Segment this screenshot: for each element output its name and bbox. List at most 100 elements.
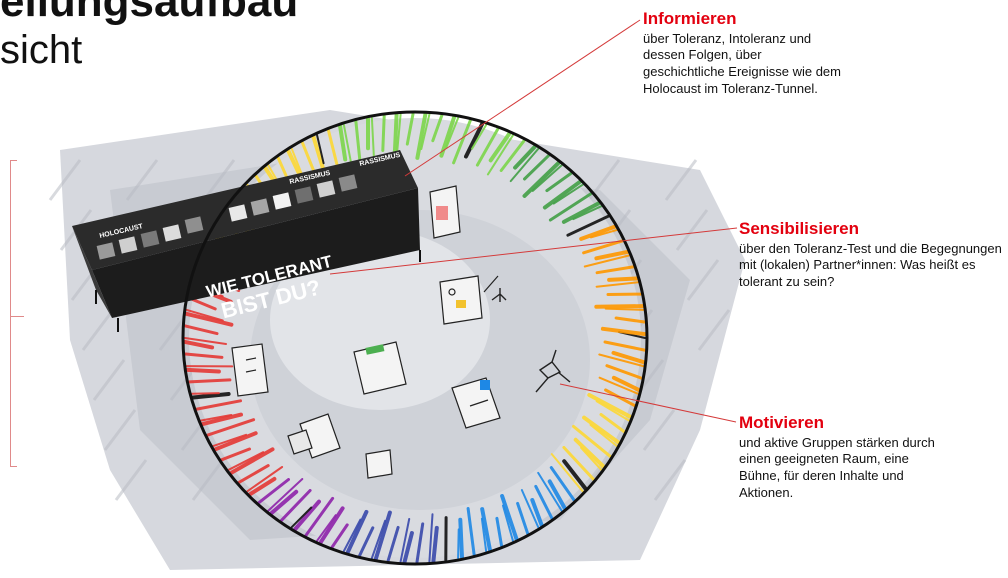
ring-stroke [471, 124, 488, 150]
leader-lines [329, 19, 738, 423]
ring-stroke [200, 412, 243, 427]
ring-stroke [257, 478, 290, 505]
ring-stroke [405, 112, 415, 146]
ring-stroke [580, 446, 603, 471]
ring-stroke [582, 415, 621, 445]
ring-stroke [594, 249, 630, 261]
ring-stroke [486, 134, 514, 176]
ring-stroke [184, 311, 234, 327]
ring-stroke [354, 120, 362, 162]
ring-stroke [480, 507, 492, 552]
ring-stroke [500, 494, 519, 541]
ring-stroke [183, 339, 215, 350]
ring-stroke [445, 117, 460, 149]
ring-stroke [184, 337, 227, 345]
ring-stroke [572, 205, 603, 221]
ring-stroke [589, 229, 618, 239]
annotation-sensibilisieren: Sensibilisieren über den Toleranz-Test u… [739, 219, 1004, 291]
ring-stroke [373, 510, 392, 561]
ring-stroke [191, 392, 231, 400]
ring-stroke [547, 479, 567, 511]
ring-stroke [290, 506, 313, 529]
ring-stroke [185, 367, 221, 374]
ring-stroke [269, 489, 299, 516]
annotation-heading: Sensibilisieren [739, 219, 859, 238]
ring-stroke [545, 171, 573, 193]
ring-stroke [516, 501, 530, 535]
ring-stroke [386, 525, 400, 562]
ring-stroke [237, 464, 270, 484]
ring-stroke [402, 531, 414, 564]
ring-stroke [549, 466, 576, 502]
ring-stroke [345, 509, 369, 555]
ring-stroke [600, 326, 647, 337]
ring-stroke [594, 304, 645, 309]
station-7 [429, 185, 461, 239]
ring-stroke [561, 201, 601, 224]
ring-stroke [542, 179, 582, 210]
ring-stroke [415, 522, 425, 564]
ring-stroke [579, 224, 617, 241]
booth-image-panels [96, 174, 358, 260]
ring-stroke [439, 115, 457, 158]
station-2 [353, 341, 407, 395]
ring-stroke [583, 254, 630, 268]
station-1 [439, 275, 499, 325]
annotation-heading: Motivieren [739, 413, 825, 432]
ring-stroke [495, 516, 503, 547]
ring-stroke [293, 499, 321, 532]
ring-stroke [420, 113, 431, 150]
ring-stroke [220, 447, 251, 462]
side-bracket-tick [10, 316, 24, 317]
ring-stroke [358, 526, 375, 557]
ring-stroke [370, 117, 376, 163]
side-bracket [10, 160, 17, 467]
ring-stroke [399, 518, 411, 563]
ring-stroke [595, 400, 630, 422]
ring-stroke [589, 423, 618, 447]
ring-stroke [611, 350, 646, 365]
ring-stroke [452, 119, 472, 165]
ring-stroke [267, 478, 304, 512]
annotation-heading: Informieren [643, 9, 737, 28]
annotation-text: über den Toleranz-Test und die Begegnung… [739, 240, 1002, 289]
annotation-text: und aktive Gruppen stärken durch einen g… [739, 434, 935, 500]
ring-stroke [604, 307, 645, 311]
ring-stroke [370, 519, 387, 559]
ring-stroke [213, 431, 258, 452]
ring-stroke [520, 489, 540, 529]
ring-stroke [338, 124, 348, 162]
station-4 [451, 377, 501, 429]
ring-stroke [304, 496, 335, 537]
ring-stroke [311, 135, 327, 175]
ring-stroke [185, 308, 224, 322]
ring-stroke [595, 281, 639, 288]
page-title: ellungsaufbau [0, 0, 299, 26]
ring-color-strokes [183, 112, 647, 564]
ring-stroke [614, 316, 646, 324]
ring-stroke [509, 147, 540, 183]
ring-stroke [195, 399, 242, 411]
ring-stroke [200, 414, 233, 422]
ring-stroke [598, 353, 645, 368]
ring-stroke [550, 453, 584, 493]
ring-stroke [566, 214, 610, 237]
ring-outline [181, 110, 649, 566]
ring-stroke [316, 134, 325, 165]
ring-stroke [431, 114, 444, 143]
ring-stroke [229, 447, 275, 475]
station-tables [231, 185, 501, 479]
ring-stroke [523, 154, 551, 181]
ring-stroke [248, 476, 277, 497]
station-5 [287, 413, 341, 459]
ring-stroke [605, 364, 643, 380]
annotation-text: über Toleranz, Intoleranz und dessen Fol… [643, 30, 841, 96]
ring-stroke [572, 424, 612, 458]
ring-stroke [582, 239, 624, 255]
ring-stroke [246, 466, 284, 493]
ring-stroke [548, 192, 593, 222]
ring-stroke [499, 139, 526, 172]
ring-stroke [279, 489, 312, 522]
ring-stroke [458, 517, 464, 560]
